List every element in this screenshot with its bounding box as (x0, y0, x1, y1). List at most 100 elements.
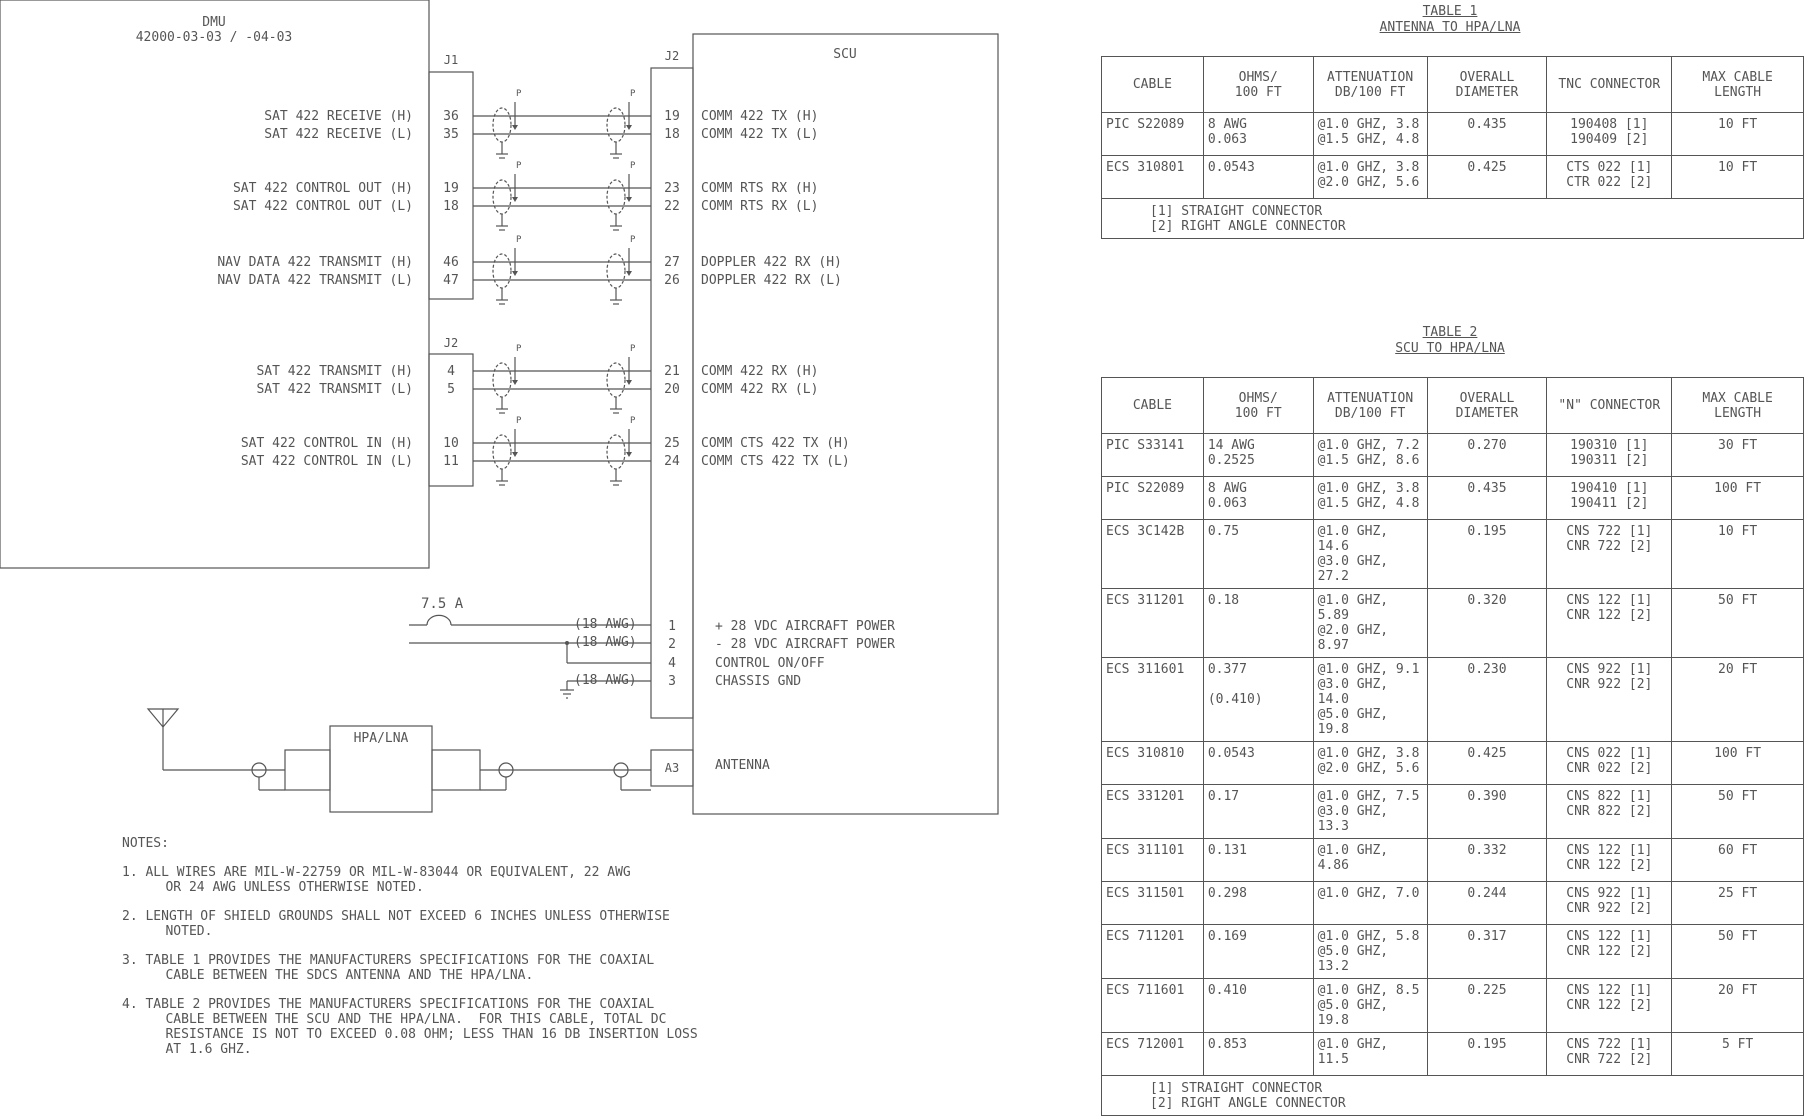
shield-p-mark: P (630, 235, 636, 245)
table-cell: CNS 122 [1] CNR 122 [2] (1546, 588, 1673, 658)
table-cell: 0.225 (1426, 978, 1548, 1033)
table-cell: CNS 122 [1] CNR 122 [2] (1546, 978, 1673, 1033)
table-cell: 20 FT (1671, 657, 1804, 742)
table-cell: CNS 022 [1] CNR 022 [2] (1546, 741, 1673, 785)
table-cell: @1.0 GHZ, 7.2 @1.5 GHZ, 8.6 (1312, 433, 1428, 477)
table-cell: 0.17 (1202, 784, 1314, 839)
scu-signal-label: COMM RTS RX (L) (701, 199, 818, 214)
table-cell: CNS 122 [1] CNR 122 [2] (1546, 838, 1673, 882)
column-header: OVERALL DIAMETER (1426, 377, 1548, 434)
table-footnote-row: [1] STRAIGHT CONNECTOR [2] RIGHT ANGLE C… (1101, 198, 1804, 239)
scu-pin: 20 (664, 382, 680, 397)
table-cell: @1.0 GHZ, 7.5 @3.0 GHZ, 13.3 (1312, 784, 1428, 839)
table-cell: 0.195 (1426, 1032, 1548, 1076)
dmu-signal-label: SAT 422 RECEIVE (L) (264, 127, 413, 142)
table-cell: 0.169 (1202, 924, 1314, 979)
scu-pin: 18 (664, 127, 680, 142)
dmu-pin: 11 (443, 454, 459, 469)
shield-symbol: P (606, 235, 636, 305)
dmu-pin: 5 (447, 382, 455, 397)
notes-section: NOTES: 1. ALL WIRES ARE MIL-W-22759 OR M… (122, 836, 762, 1057)
hpa-lna-label: HPA/LNA (354, 731, 409, 746)
shield-symbol: P (492, 161, 522, 231)
table-cell: @1.0 GHZ, 3.8 @1.5 GHZ, 4.8 (1312, 476, 1428, 520)
notes-heading: NOTES: (122, 836, 169, 851)
dmu-pin: 4 (447, 364, 455, 379)
power-label-3: CONTROL ON/OFF (715, 656, 825, 671)
column-header: CABLE (1101, 377, 1204, 434)
table-cell: 8 AWG 0.063 (1202, 112, 1314, 156)
column-header: ATTENUATION DB/100 FT (1312, 377, 1428, 434)
scu-pin: 24 (664, 454, 680, 469)
table-cell: CNS 922 [1] CNR 922 [2] (1546, 881, 1673, 925)
scu-signal-label: COMM CTS 422 TX (H) (701, 436, 850, 451)
fuse-label: 7.5 A (421, 596, 464, 612)
table-cell: 0.435 (1426, 476, 1548, 520)
table-cell: ECS 311601 (1101, 657, 1204, 742)
shield-symbol: P (492, 89, 522, 159)
dmu-pin: 46 (443, 255, 459, 270)
table-cell: @1.0 GHZ, 5.89 @2.0 GHZ, 8.97 (1312, 588, 1428, 658)
table-cell: ECS 311501 (1101, 881, 1204, 925)
dmu-pin: 36 (443, 109, 459, 124)
table-cell: 0.853 (1202, 1032, 1314, 1076)
shield-symbol: P (606, 89, 636, 159)
table-cell: CNS 122 [1] CNR 122 [2] (1546, 924, 1673, 979)
shield-p-mark: P (516, 235, 522, 245)
dmu-pin: 18 (443, 199, 459, 214)
table-cell: 0.410 (1202, 978, 1314, 1033)
table-cell: 5 FT (1671, 1032, 1804, 1076)
table-cell: 0.435 (1426, 112, 1548, 156)
table-cell: 20 FT (1671, 978, 1804, 1033)
table-cell: @1.0 GHZ, 4.86 (1312, 838, 1428, 882)
scu-signal-label: DOPPLER 422 RX (H) (701, 255, 842, 270)
scu-pin: 25 (664, 436, 680, 451)
table-cell: 50 FT (1671, 588, 1804, 658)
scu-box (692, 33, 999, 815)
table2-title-block: TABLE 2 SCU TO HPA/LNA (1100, 325, 1800, 357)
power-awg-1: (18 AWG) (574, 617, 637, 632)
table-cell: 0.195 (1426, 519, 1548, 589)
note-4: 4. TABLE 2 PROVIDES THE MANUFACTURERS SP… (122, 997, 698, 1057)
power-label-2: - 28 VDC AIRCRAFT POWER (715, 637, 895, 652)
table-cell: 0.270 (1426, 433, 1548, 477)
table-cell: 10 FT (1671, 519, 1804, 589)
dmu-connector-j2 (428, 353, 474, 487)
shield-symbol: P (606, 161, 636, 231)
shield-symbol: P (606, 416, 636, 486)
table-cell: 190410 [1] 190411 [2] (1546, 476, 1673, 520)
column-header: CABLE (1101, 56, 1204, 113)
table-footnote: [1] STRAIGHT CONNECTOR [2] RIGHT ANGLE C… (1101, 1075, 1804, 1116)
power-pin-4: 3 (668, 674, 676, 689)
column-header: OVERALL DIAMETER (1426, 56, 1548, 113)
scu-signal-label: DOPPLER 422 RX (L) (701, 273, 842, 288)
dmu-signal-label: SAT 422 RECEIVE (H) (264, 109, 413, 124)
shield-symbol: P (492, 235, 522, 305)
dmu-j1-label: J1 (444, 53, 458, 67)
table-cell: ECS 3C142B (1101, 519, 1204, 589)
power-awg-3: (18 AWG) (574, 673, 637, 688)
table-cell: 0.332 (1426, 838, 1548, 882)
table-cell: 0.317 (1426, 924, 1548, 979)
shield-p-mark: P (516, 161, 522, 171)
scu-pin: 23 (664, 181, 680, 196)
table-cell: 10 FT (1671, 155, 1804, 199)
table1-title: TABLE 1 (1422, 4, 1478, 19)
power-label-4: CHASSIS GND (715, 674, 801, 689)
table-cell: 0.0543 (1202, 155, 1314, 199)
table-cell: PIC S22089 (1101, 476, 1204, 520)
table-cell: 190310 [1] 190311 [2] (1546, 433, 1673, 477)
dmu-pin: 10 (443, 436, 459, 451)
table2-title: TABLE 2 (1422, 325, 1478, 340)
